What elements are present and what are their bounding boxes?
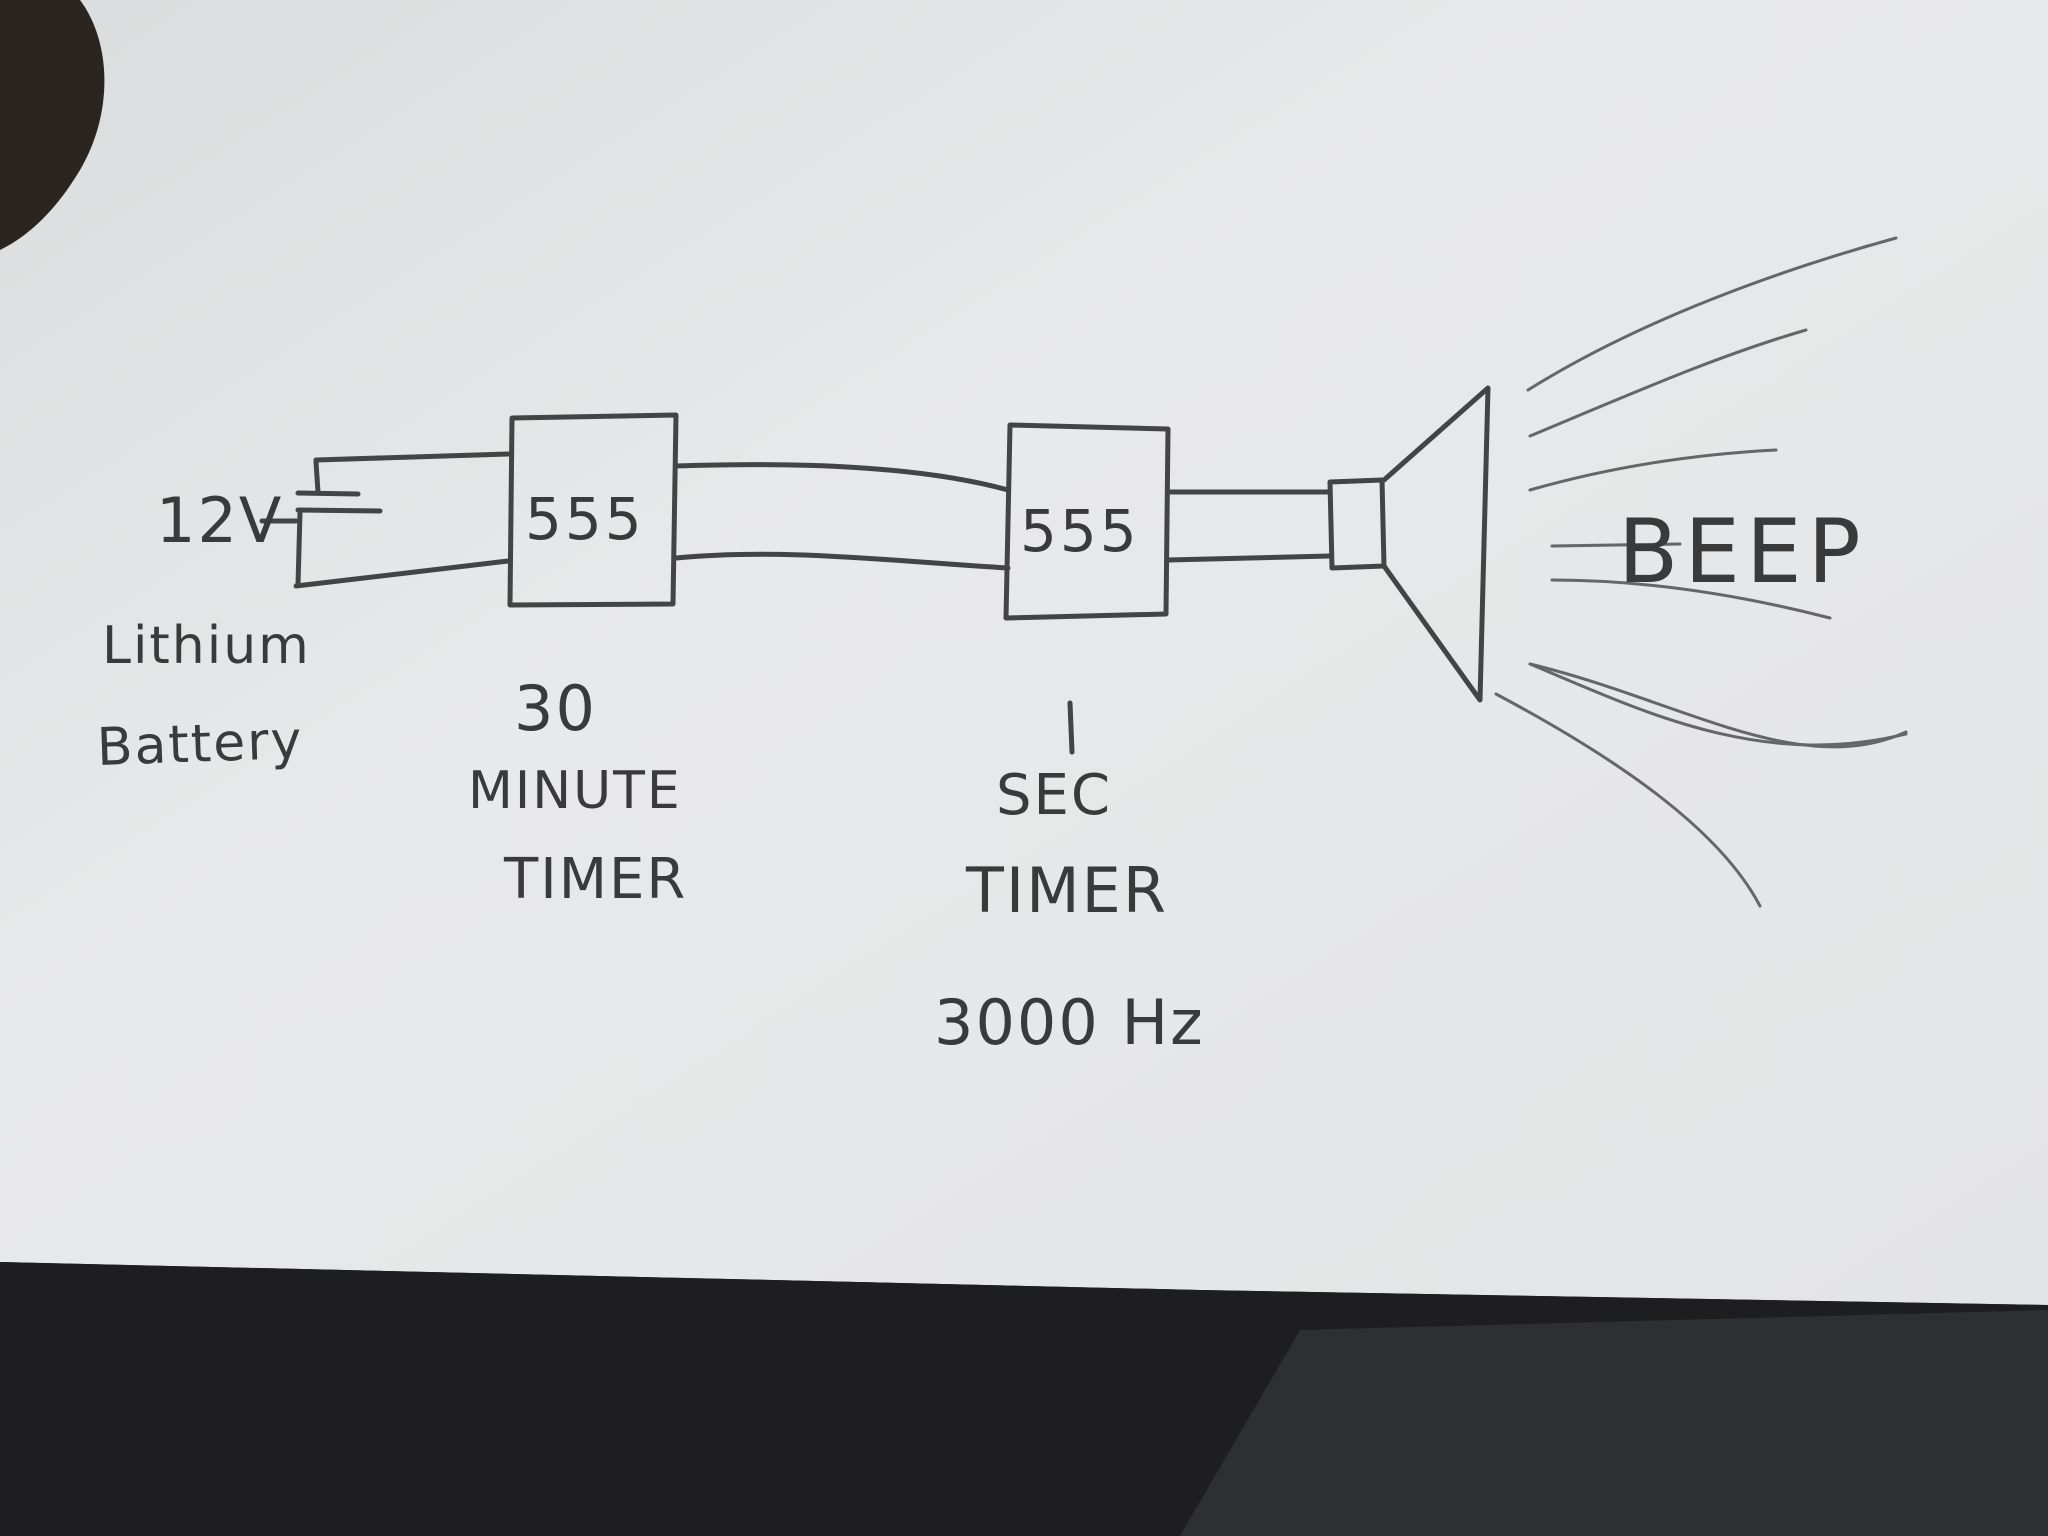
wire-speaker-bottom [1165,553,1333,563]
timer2-tick [1067,700,1075,755]
timer2-chip-label: 555 [1020,497,1140,565]
wire-timers-bottom [673,551,1011,571]
sound-wave-3 [1528,448,1778,492]
timer2-caption-line2: SEC [996,763,1113,828]
timer1-caption-line2: MINUTE [468,761,682,821]
sound-wave-4 [1550,542,1682,548]
battery-plate-bottom [295,509,303,588]
sound-wave-6 [1528,662,1908,749]
battery-plate-short [295,507,383,514]
battery-caption-line2: Battery [95,710,305,778]
battery-voltage-label: 12V [156,484,284,557]
wire-battery-top [313,451,511,463]
wire-timers-top [673,462,1011,493]
timer1-caption-line1: 30 [514,672,597,745]
finger-shadow [0,0,105,250]
sound-wave-8 [1494,692,1762,908]
sound-wave-7 [1528,662,1908,747]
speaker-beep-label: BEEP [1618,500,1867,603]
battery-caption-line1: Lithium [102,616,311,676]
timer2-caption-line4: 3000 Hz [934,986,1205,1059]
carpet-patch [1180,1310,2048,1536]
timer1-chip-label: 555 [525,485,645,553]
battery-plate-top [313,459,321,495]
speaker-cone [1381,385,1491,703]
timer1-caption-line3: TIMER [504,847,688,912]
sound-wave-5 [1550,578,1832,620]
timer2-caption-line3: TIMER [966,854,1168,927]
timer2-box [1003,422,1171,621]
battery-plate-long [295,490,361,497]
sound-wave-1 [1526,236,1898,392]
timer1-box [507,412,679,608]
wire-battery-bottom [293,558,511,589]
paper-sheet [0,0,2048,1305]
sound-wave-2 [1528,328,1808,438]
